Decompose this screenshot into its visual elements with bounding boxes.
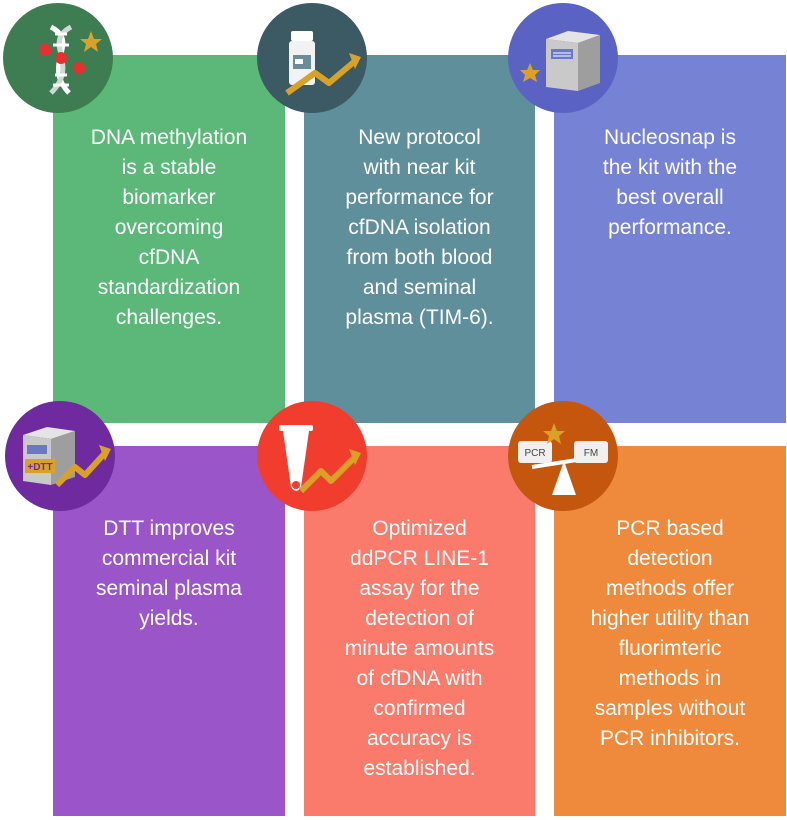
dtt-box-icon: +DTT xyxy=(23,427,111,488)
card-line: of cfDNA with xyxy=(356,667,483,690)
balance-scale-icon: PCR FM xyxy=(518,423,608,495)
card-line: standardization xyxy=(97,276,241,299)
card-line: assay for the xyxy=(359,577,480,600)
card-line: established. xyxy=(363,757,476,780)
card-line: plasma (TIM-6). xyxy=(345,306,494,329)
badge-vial xyxy=(257,3,367,113)
card-ddpcr: Optimized ddPCR LINE-1 assay for the det… xyxy=(304,446,535,816)
badge-dtt: +DTT xyxy=(5,401,115,511)
dtt-box-label: +DTT xyxy=(27,462,52,473)
card-line: the kit with the xyxy=(602,156,738,179)
kit-box-icon xyxy=(520,31,600,91)
card-line: New protocol xyxy=(358,126,481,149)
card-line: best overall xyxy=(616,186,724,209)
badge-pcr-tube xyxy=(257,401,367,511)
card-pcr-detection: PCR based detection methods offer higher… xyxy=(554,446,786,816)
card-dtt: DTT improves commercial kit seminal plas… xyxy=(53,446,285,816)
card-line: confirmed xyxy=(373,697,466,720)
card-line: overcoming xyxy=(114,216,224,239)
badge-balance: PCR FM xyxy=(508,401,618,511)
card-new-protocol: New protocol with near kit performance f… xyxy=(304,55,535,423)
card-line: seminal plasma xyxy=(96,577,242,600)
card-line: methods in xyxy=(618,667,722,690)
card-line: PCR inhibitors. xyxy=(599,727,741,750)
card-line: DTT improves xyxy=(103,517,235,540)
card-line: performance. xyxy=(608,216,732,239)
card-line: methods offer xyxy=(605,577,735,600)
card-line: commercial kit xyxy=(101,547,237,570)
card-line: ddPCR LINE-1 xyxy=(350,547,489,570)
card-line: from both blood xyxy=(346,246,493,269)
card-line: DNA methylation xyxy=(90,126,248,149)
card-line: biomarker xyxy=(122,186,216,209)
vial-icon xyxy=(285,31,361,96)
card-line: detection xyxy=(627,547,713,570)
card-line: higher utility than xyxy=(590,607,750,630)
card-line: yields. xyxy=(139,607,199,630)
card-line: detection of xyxy=(365,607,474,630)
card-line: with near kit xyxy=(363,156,476,179)
scale-right-label: FM xyxy=(584,448,598,459)
badge-dna xyxy=(3,3,113,113)
card-dna-methylation: DNA methylation is a stable biomarker ov… xyxy=(53,55,285,423)
card-line: PCR based xyxy=(616,517,724,540)
card-line: cfDNA xyxy=(138,246,200,269)
card-line: accuracy is xyxy=(366,727,473,750)
pcr-tube-icon xyxy=(279,425,361,494)
card-line: samples without xyxy=(594,697,746,720)
card-line: performance for xyxy=(345,186,494,209)
badge-kit-box xyxy=(508,3,618,113)
card-line: Optimized xyxy=(372,517,467,540)
card-line: and seminal xyxy=(362,276,477,299)
card-line: Nucleosnap is xyxy=(604,126,736,149)
scale-left-label: PCR xyxy=(524,448,545,459)
card-line: is a stable xyxy=(121,156,217,179)
card-line: fluorimteric xyxy=(618,637,722,660)
card-nucleosnap: Nucleosnap is the kit with the best over… xyxy=(554,55,786,423)
dna-icon xyxy=(39,24,102,95)
card-line: cfDNA isolation xyxy=(348,216,491,239)
card-line: challenges. xyxy=(115,306,223,329)
card-line: minute amounts xyxy=(344,637,495,660)
